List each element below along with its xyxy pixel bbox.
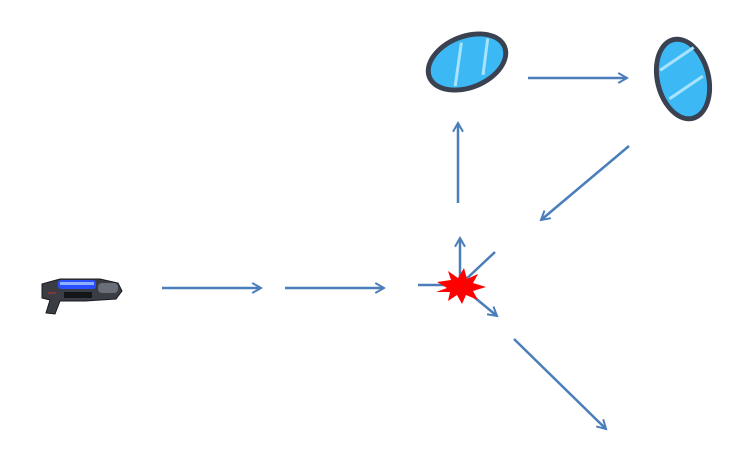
- laser-gun-icon: [41, 278, 123, 315]
- explosion-icon: [436, 268, 486, 304]
- mirror-icon: [653, 36, 713, 122]
- beam-arrow: [539, 145, 630, 222]
- laser-beam-arrows: [162, 72, 630, 431]
- mirror-icon: [425, 31, 509, 93]
- beam-segment: [461, 251, 496, 284]
- beam-arrow: [513, 338, 608, 431]
